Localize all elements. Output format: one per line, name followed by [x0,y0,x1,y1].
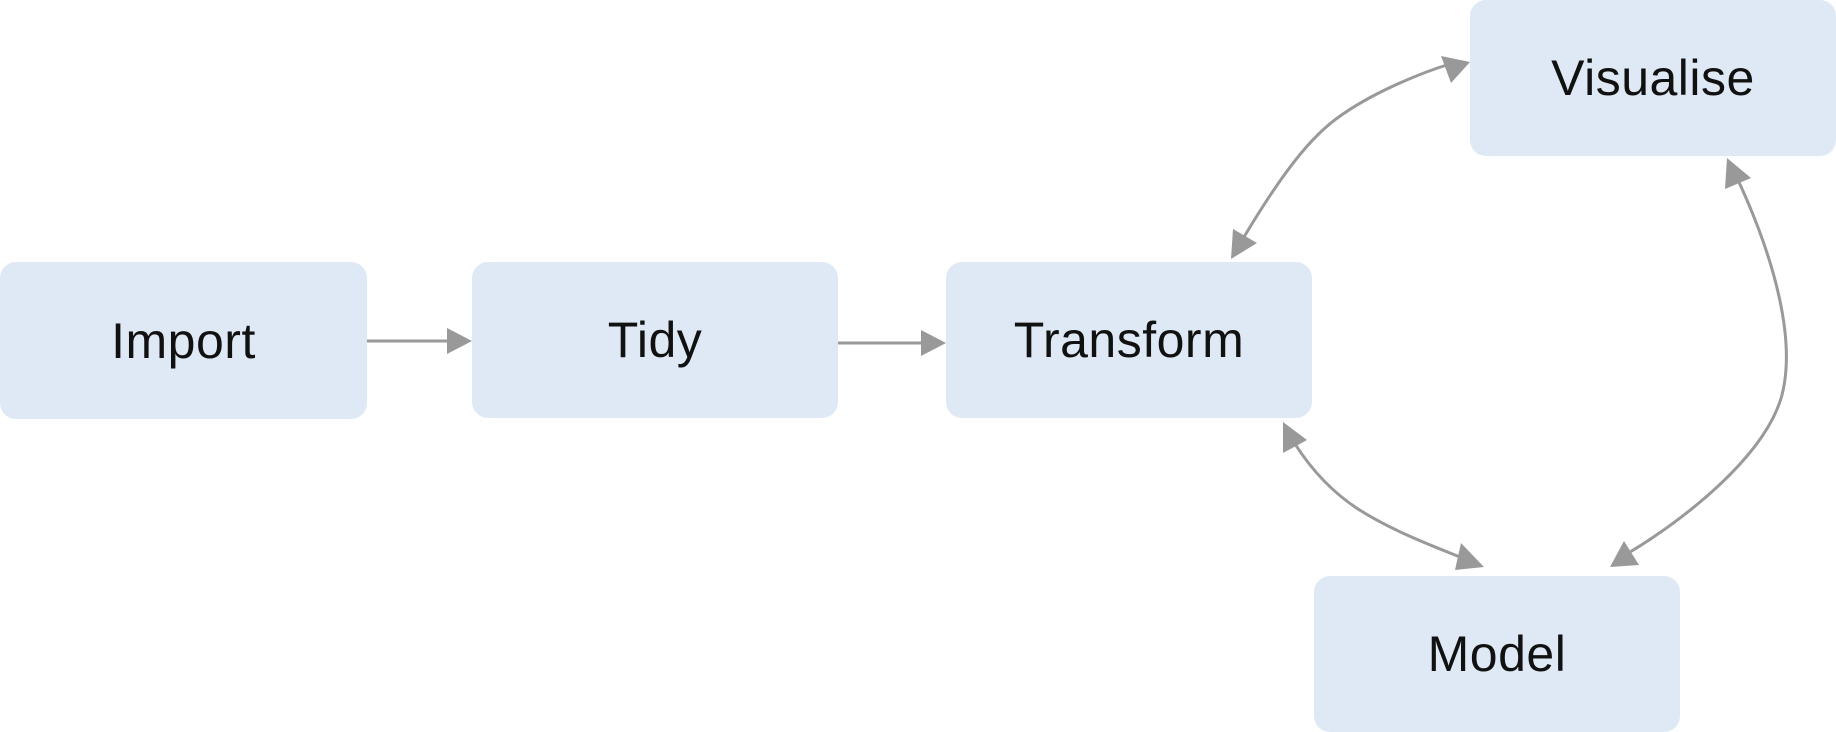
arrowhead-model-from-transform [1455,543,1484,570]
node-transform-label: Transform [1013,312,1245,368]
arrowhead-model-from-visualise [1610,541,1639,567]
edge-transform-visualise [1231,56,1470,259]
edge-model-transform [1283,422,1484,570]
node-import-label: Import [111,312,256,369]
node-tidy: Tidy [472,262,838,418]
arrowhead-visualise-from-model [1725,158,1751,189]
edge-tidy-to-transform [838,330,946,356]
node-transform: Transform [946,262,1312,418]
node-model-label: Model [1427,626,1567,682]
node-tidy-label: Tidy [607,312,703,368]
edge-visualise-model [1610,158,1788,567]
edge-import-to-tidy [366,328,472,354]
node-import: Import [0,262,367,419]
node-visualise: Visualise [1470,0,1836,156]
arrowhead-transform-from-model [1283,422,1307,453]
arrowhead-tidy [447,328,472,354]
node-visualise-label: Visualise [1551,50,1755,106]
arrowhead-transform [921,330,946,356]
node-model: Model [1314,576,1680,732]
arrowhead-transform-from-visualise [1231,229,1257,259]
arrowhead-visualise-from-transform [1441,56,1470,83]
